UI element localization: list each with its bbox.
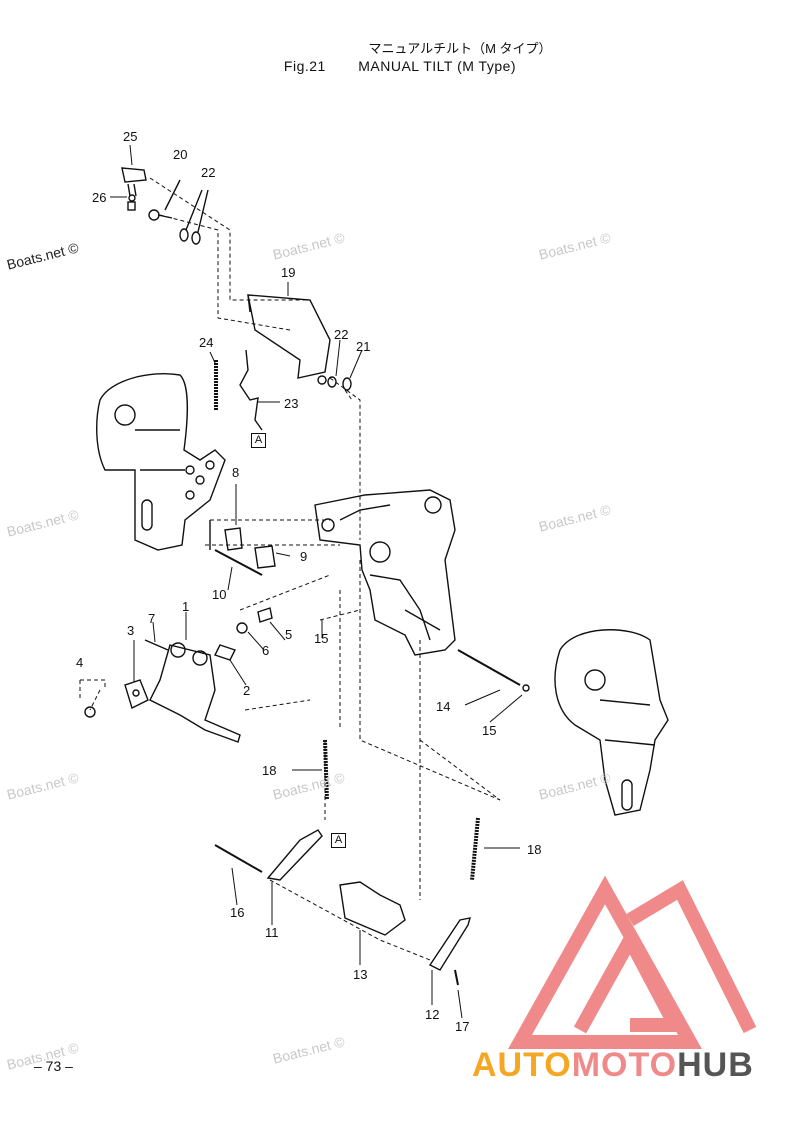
figure-title: MANUAL TILT (M Type) <box>358 58 517 74</box>
brand-logo-icon <box>508 875 757 1049</box>
leader-lines <box>110 144 523 1019</box>
callout-number: 2 <box>243 683 251 698</box>
callout-number: 23 <box>284 396 299 411</box>
plate-13 <box>339 881 406 936</box>
spring-24-wire-23 <box>214 349 263 431</box>
callout-number: 22 <box>201 165 216 180</box>
callout-number: 18 <box>527 842 542 857</box>
callout-number: 3 <box>127 623 135 638</box>
assembly-dashed-lines <box>79 177 501 961</box>
callout-number: 7 <box>148 611 156 626</box>
brand-part: MOTO <box>571 1046 678 1084</box>
callout-number: 14 <box>436 699 451 714</box>
pin-17 <box>454 969 459 986</box>
rod-16 <box>214 844 263 873</box>
left-stern-bracket <box>96 373 226 551</box>
callout-number: 19 <box>281 265 296 280</box>
page-number: – 73 – <box>34 1058 73 1074</box>
rod-14 <box>457 649 521 686</box>
callout-number: 6 <box>262 643 270 658</box>
clip-part <box>121 167 147 211</box>
callout-number: 15 <box>482 723 497 738</box>
bolt-washers <box>148 179 209 245</box>
reference-box-a: A <box>331 833 346 848</box>
callout-number: 13 <box>353 967 368 982</box>
lever-11 <box>266 829 323 881</box>
spring-18-left <box>323 739 329 801</box>
callout-number: 18 <box>262 763 277 778</box>
callout-number: 11 <box>265 925 279 940</box>
callout-number: 26 <box>92 190 107 205</box>
right-stern-bracket <box>554 629 669 816</box>
callout-number: 20 <box>173 147 188 162</box>
callout-number: 1 <box>182 599 190 614</box>
callout-number: 22 <box>334 327 349 342</box>
callout-number: 8 <box>232 465 240 480</box>
lever-12 <box>428 917 471 971</box>
callout-number: 25 <box>123 129 138 144</box>
title-japanese: マニュアルチルト（M タイプ） <box>368 41 552 56</box>
callout-number: 5 <box>285 627 293 642</box>
springs-8-9 <box>209 520 276 576</box>
callout-number: 15 <box>314 631 329 646</box>
bracket-19 <box>247 294 352 391</box>
callout-number: 17 <box>455 1019 470 1034</box>
reference-box-a: A <box>251 433 266 448</box>
callout-number: 24 <box>199 335 214 350</box>
callout-number: 21 <box>356 339 371 354</box>
figure-caption: Fig.21 MANUAL TILT (M Type) <box>0 58 800 74</box>
figure-number: Fig.21 <box>283 58 326 74</box>
spring-18-right <box>470 817 480 881</box>
brand-part: HUB <box>677 1046 754 1084</box>
callout-number: 4 <box>76 655 84 670</box>
brand-wordmark: AUTOMOTOHUB <box>472 1046 754 1085</box>
swivel-bracket-center <box>314 489 456 656</box>
callout-number: 12 <box>425 1007 440 1022</box>
callout-number: 16 <box>230 905 245 920</box>
callout-number: 9 <box>300 549 308 564</box>
brand-part: AUTO <box>472 1046 572 1084</box>
callout-number: 10 <box>212 587 227 602</box>
tilt-lever-1 <box>84 607 273 743</box>
